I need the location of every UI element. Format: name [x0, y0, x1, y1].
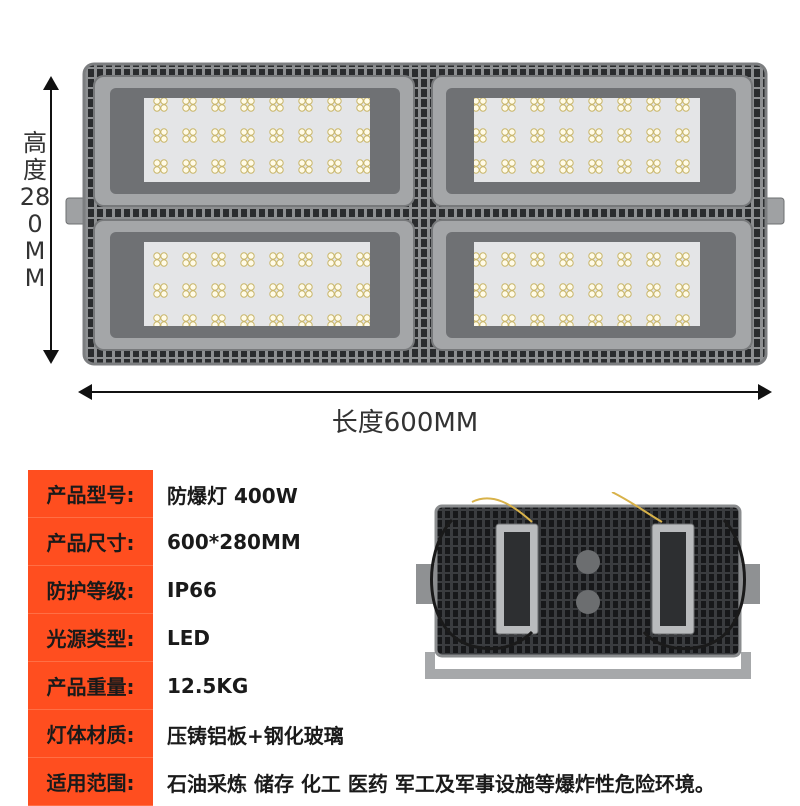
- spec-row-application: 适用范围: 石油采炼 储存 化工 医药 军工及军事设施等爆炸性危险环境。: [28, 758, 800, 806]
- spec-row-size: 产品尺寸: 600*280MM: [28, 518, 800, 566]
- arrow-right-icon: [758, 384, 772, 400]
- spec-value: 石油采炼 储存 化工 医药 军工及军事设施等爆炸性危险环境。: [167, 771, 715, 796]
- arrow-left-icon: [78, 384, 92, 400]
- spec-table: 产品型号: 防爆灯 400W 产品尺寸: 600*280MM 防护等级: IP6…: [28, 470, 800, 806]
- spec-row-protection: 防护等级: IP66: [28, 566, 800, 614]
- spec-label: 适用范围:: [28, 758, 153, 806]
- spec-label: 产品尺寸:: [28, 518, 153, 566]
- height-label: 高度280MM: [19, 129, 51, 292]
- spec-row-light-source: 光源类型: LED: [28, 614, 800, 662]
- spec-value: 12.5KG: [167, 674, 249, 698]
- spec-value: IP66: [167, 578, 217, 602]
- length-dimension-line: [86, 391, 766, 393]
- spec-row-weight: 产品重量: 12.5KG: [28, 662, 800, 710]
- spec-row-model: 产品型号: 防爆灯 400W: [28, 470, 800, 518]
- spec-label: 光源类型:: [28, 614, 153, 662]
- height-dimension-line: [50, 80, 52, 358]
- spec-label: 产品重量:: [28, 662, 153, 710]
- spec-value: 防爆灯 400W: [167, 483, 298, 508]
- arrow-down-icon: [43, 350, 59, 364]
- spec-row-material: 灯体材质: 压铸铝板+钢化玻璃: [28, 710, 800, 758]
- spec-label: 灯体材质:: [28, 710, 153, 758]
- spec-value: LED: [167, 626, 211, 650]
- product-back-image: [416, 492, 760, 679]
- spec-value: 600*280MM: [167, 530, 301, 554]
- spec-label: 防护等级:: [28, 566, 153, 614]
- product-front-image: [65, 62, 785, 366]
- arrow-up-icon: [43, 76, 59, 90]
- spec-label: 产品型号:: [28, 470, 153, 518]
- length-label: 长度600MM: [331, 408, 479, 438]
- spec-value: 压铸铝板+钢化玻璃: [167, 723, 344, 748]
